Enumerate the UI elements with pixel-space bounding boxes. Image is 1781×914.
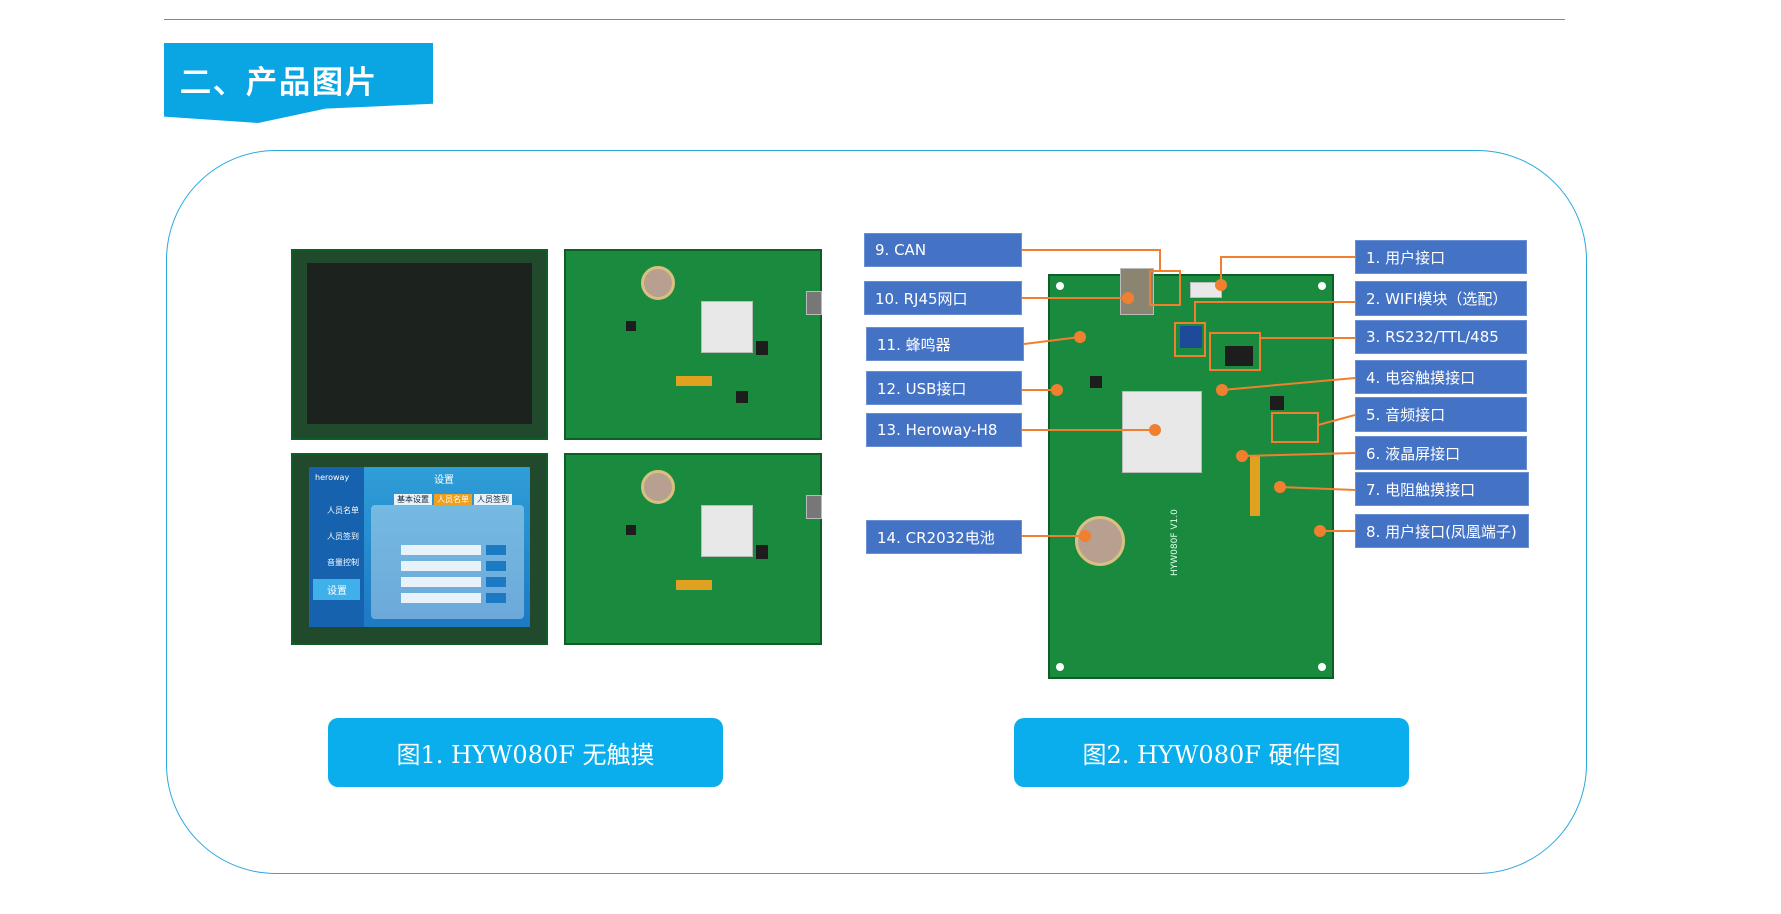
label-audio: 5. 音频接口 xyxy=(1355,397,1527,432)
gui-menu-item: 人员签到 xyxy=(327,532,359,541)
hardware-board: HYW080F V1.0 xyxy=(1048,268,1334,679)
label-buzzer: 11. 蜂鸣器 xyxy=(866,327,1024,361)
label-rj45: 10. RJ45网口 xyxy=(864,281,1022,315)
label-phoenix: 8. 用户接口(凤凰端子) xyxy=(1355,514,1529,548)
display-front-gui: heroway 人员名单 人员签到 音量控制 设置 设置 基本设置 人员名单 人… xyxy=(291,453,548,645)
gui-title: 设置 xyxy=(434,475,454,486)
gui-menu-item: 设置 xyxy=(313,579,360,600)
top-divider xyxy=(164,19,1565,20)
gui-menu-item: 人员名单 xyxy=(327,506,359,515)
label-rs232: 3. RS232/TTL/485 xyxy=(1355,320,1527,354)
label-wifi: 2. WIFI模块（选配） xyxy=(1355,281,1527,316)
label-res-touch: 7. 电阻触摸接口 xyxy=(1355,472,1529,506)
gui-tab: 基本设置 xyxy=(394,494,432,505)
label-can: 9. CAN xyxy=(864,233,1022,267)
label-cap-touch: 4. 电容触摸接口 xyxy=(1355,360,1527,394)
gui-tab: 人员名单 xyxy=(434,494,472,505)
gui-brand: heroway xyxy=(315,473,350,482)
gui-tab: 人员签到 xyxy=(474,494,512,505)
gui-menu-item: 音量控制 xyxy=(327,558,359,567)
board-back-1 xyxy=(564,249,822,440)
figure1-caption: 图1. HYW080F 无触摸 xyxy=(328,718,723,787)
label-lcd-port: 6. 液晶屏接口 xyxy=(1355,436,1527,470)
figure2-caption: 图2. HYW080F 硬件图 xyxy=(1014,718,1409,787)
section-title: 二、产品图片 xyxy=(180,65,378,101)
board-back-2 xyxy=(564,453,822,645)
label-usb: 12. USB接口 xyxy=(866,371,1022,405)
label-heroway-h8: 13. Heroway-H8 xyxy=(866,413,1022,447)
label-user-port: 1. 用户接口 xyxy=(1355,240,1527,274)
display-front-off xyxy=(291,249,548,440)
content-frame xyxy=(166,150,1587,874)
label-cr2032: 14. CR2032电池 xyxy=(866,520,1022,554)
